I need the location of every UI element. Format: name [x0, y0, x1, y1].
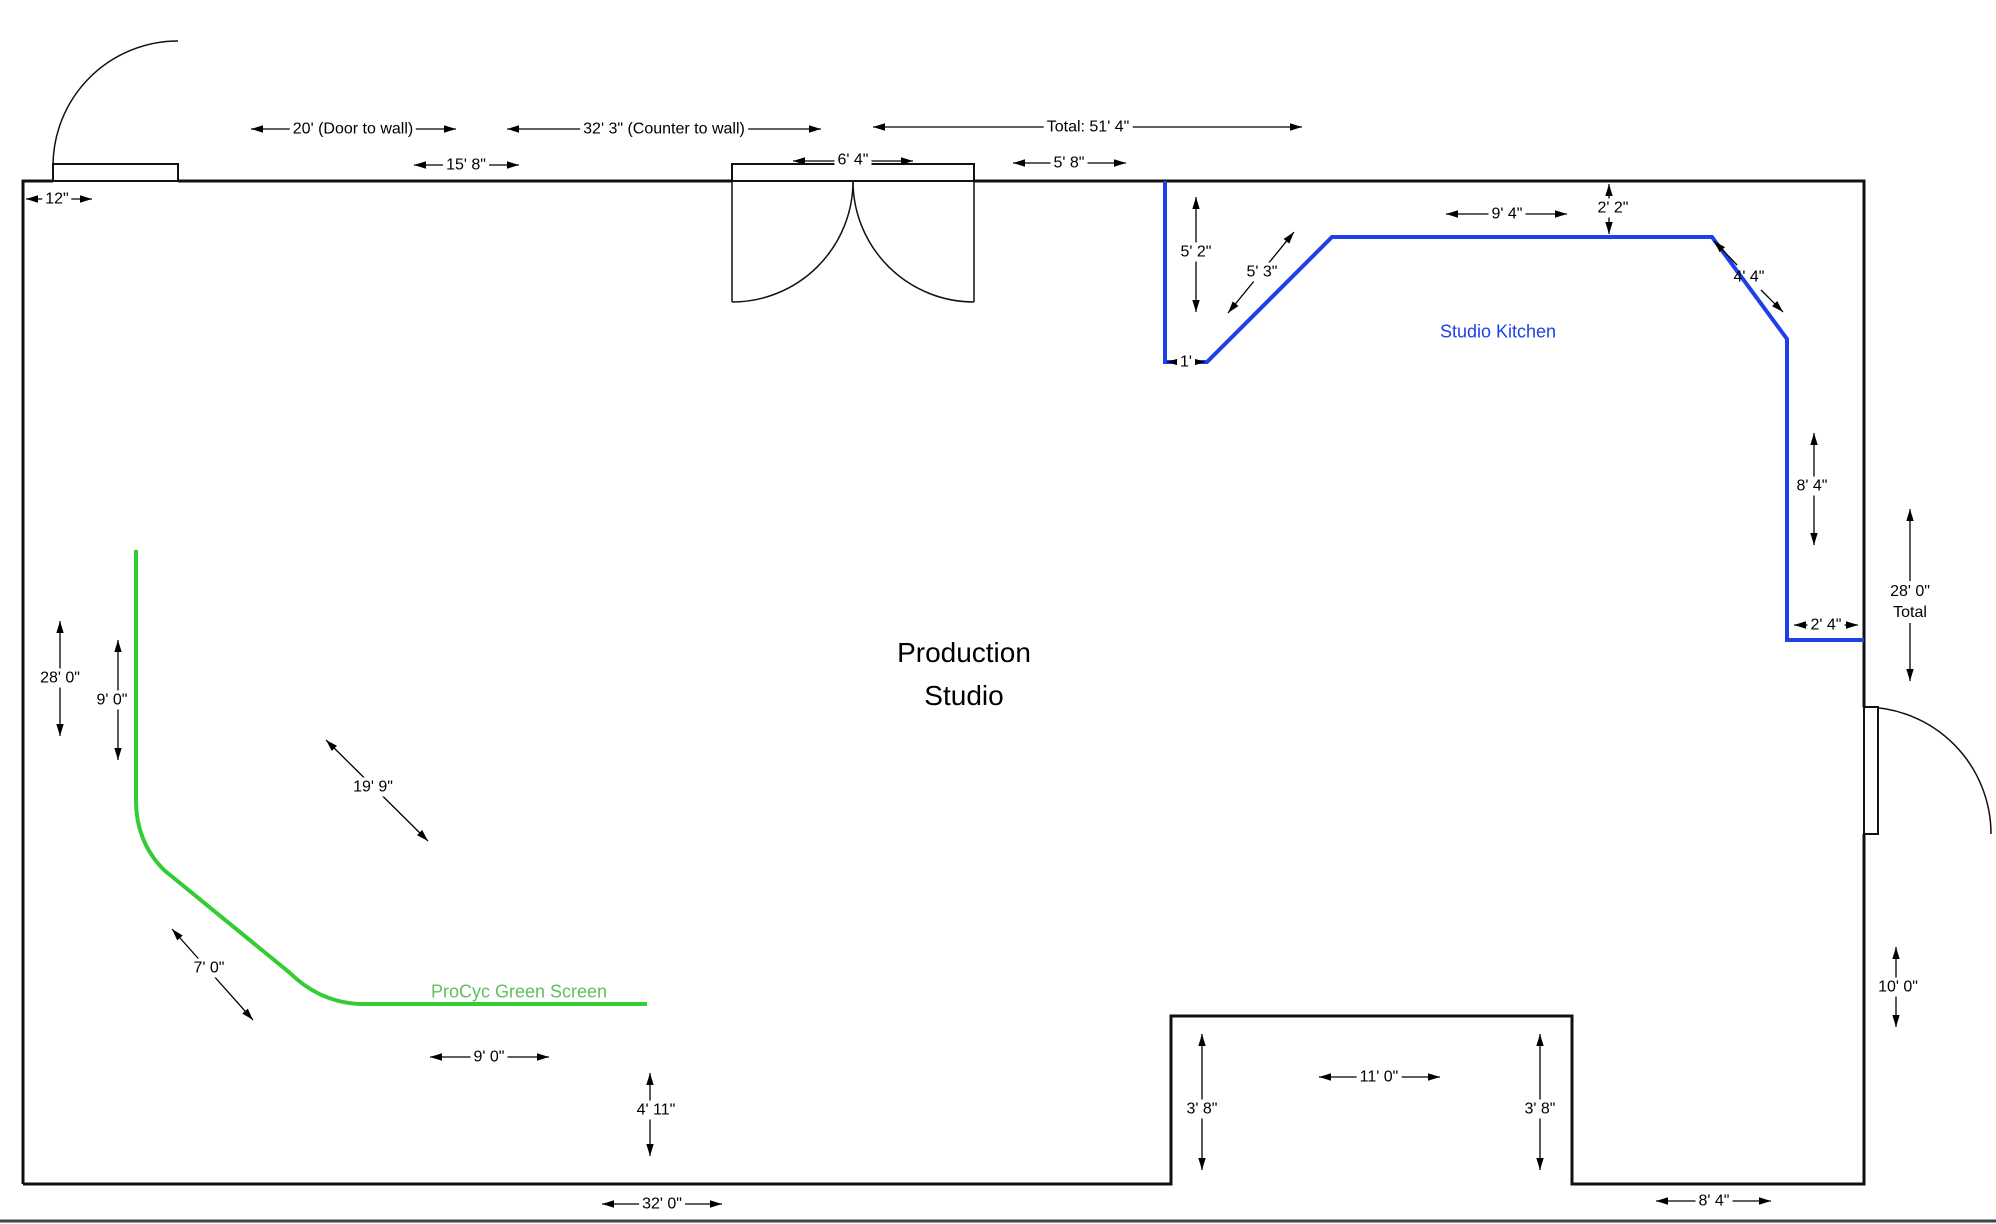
dim-10-0: 10' 0"	[1875, 977, 1921, 997]
dim-2-4: 2' 4"	[1807, 615, 1845, 635]
dim-2-2: 2' 2"	[1594, 198, 1632, 218]
dim-8-4-kitchen: 8' 4"	[1793, 476, 1831, 496]
dim-28-left: 28' 0"	[37, 668, 83, 688]
dim-8-4-bottom: 8' 4"	[1695, 1191, 1733, 1211]
dim-total-top: Total: 51' 4"	[1043, 117, 1133, 137]
room-title-line2: Studio	[924, 680, 1004, 711]
dim-5-3: 5' 3"	[1243, 262, 1281, 282]
dim-28-right-value: 28' 0"	[1890, 583, 1930, 600]
dim-15-8: 15' 8"	[443, 155, 489, 175]
dim-9-0-left: 9' 0"	[93, 690, 131, 710]
room-title-line1: Production	[897, 637, 1031, 668]
dim-counter-to-wall: 32' 3" (Counter to wall)	[580, 119, 748, 139]
dim-28-right-word: Total	[1893, 604, 1927, 621]
dim-7-0: 7' 0"	[190, 958, 228, 978]
dim-line-4-4-upper	[1713, 240, 1738, 266]
dim-4-4: 4' 4"	[1733, 268, 1765, 286]
dim-19-9: 19' 9"	[350, 777, 396, 797]
dim-5-2: 5' 2"	[1177, 242, 1215, 262]
dim-9-0-green: 9' 0"	[470, 1047, 508, 1067]
wall-outline	[21, 179, 1866, 1186]
dim-line-4-4-lower	[1760, 289, 1784, 313]
dim-32-0: 32' 0"	[639, 1194, 685, 1214]
right-door-swing-arc	[1863, 706, 1992, 835]
kitchen-area-label: Studio Kitchen	[1439, 321, 1557, 342]
dim-28-right: 28' 0" Total	[1887, 581, 1933, 623]
dim-6-4: 6' 4"	[834, 150, 872, 170]
dim-5-8: 5' 8"	[1050, 153, 1088, 173]
double-door-left-swing-arc	[731, 180, 854, 303]
green-screen-area-label: ProCyc Green Screen	[430, 981, 608, 1002]
right-door-panel	[1863, 706, 1879, 835]
double-door-right-swing-arc	[852, 180, 975, 303]
dim-1: 1'	[1177, 352, 1195, 372]
dim-9-4: 9' 4"	[1488, 204, 1526, 224]
dim-4-11: 4' 11"	[633, 1100, 679, 1120]
kitchen-counter-line	[1163, 181, 1864, 642]
dim-door-to-wall: 20' (Door to wall)	[289, 119, 417, 139]
left-entry-door-swing-arc	[52, 40, 179, 167]
room-title: Production Studio	[897, 631, 1031, 717]
dim-3-8-left: 3' 8"	[1183, 1099, 1221, 1119]
dim-12: 12"	[42, 189, 72, 209]
left-entry-door-panel	[52, 163, 179, 182]
dim-3-8-right: 3' 8"	[1521, 1099, 1559, 1119]
green-screen-line	[134, 550, 647, 1006]
dim-11-0: 11' 0"	[1356, 1067, 1402, 1087]
